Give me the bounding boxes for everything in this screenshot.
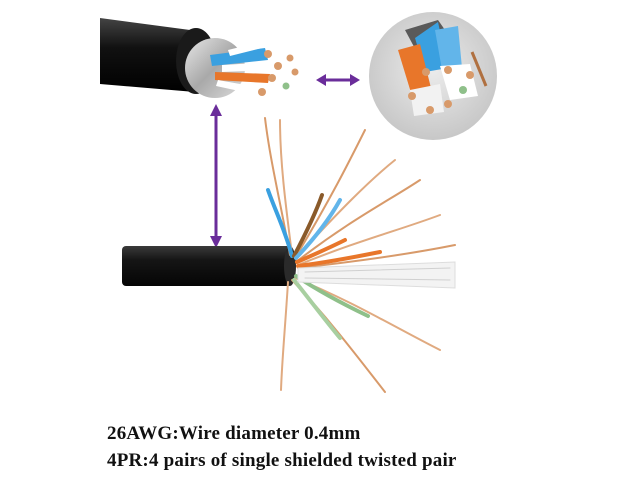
vertical-arrow-icon <box>210 104 222 248</box>
inset-magnified-view <box>369 12 497 140</box>
wire-diameter-caption: 26AWG:Wire diameter 0.4mm <box>107 423 361 444</box>
horizontal-arrow-icon <box>316 74 360 86</box>
main-cable <box>122 246 296 286</box>
pair-description-caption: 4PR:4 pairs of single shielded twisted p… <box>107 450 457 471</box>
top-cable-end <box>100 18 299 98</box>
fanned-wires <box>264 117 456 393</box>
